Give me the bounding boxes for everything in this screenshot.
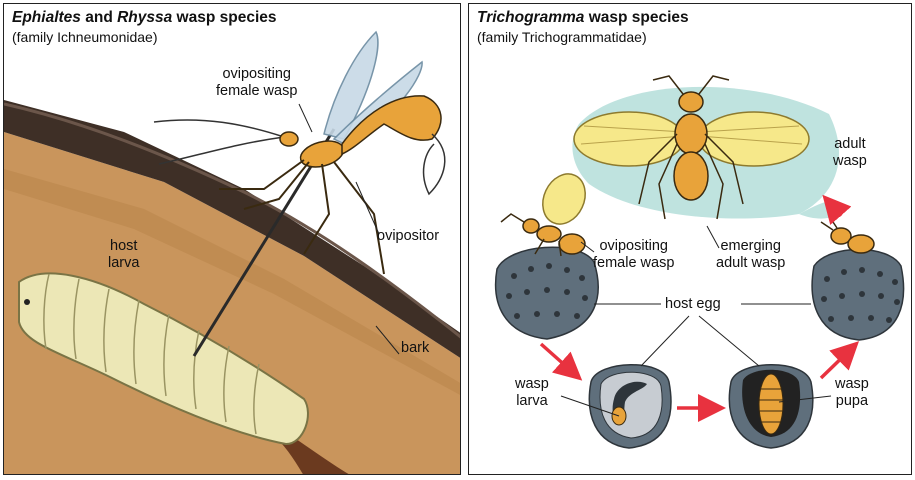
- host-egg-right: [812, 250, 903, 341]
- host-egg-left: [496, 247, 599, 339]
- leader-wasp: [299, 104, 312, 132]
- leader-ovipositor: [356, 182, 379, 234]
- label-host-larva: host larva: [108, 238, 139, 272]
- label-host-egg: host egg: [665, 296, 721, 313]
- ichneumonidae-panel: Ephialtes and Rhyssa wasp species (famil…: [3, 3, 461, 475]
- label-wasp-larva: wasp larva: [515, 376, 549, 410]
- label-ovipositing-wasp: ovipositing female wasp: [216, 66, 297, 100]
- right-panel-subtitle: (family Trichogrammatidae): [477, 28, 647, 46]
- ovipositing-small-wasp: [501, 167, 593, 256]
- egg-with-larva: [589, 365, 671, 448]
- label-bark: bark: [401, 340, 429, 357]
- label-wasp-pupa: wasp pupa: [835, 376, 869, 410]
- label-ovipositor: ovipositor: [377, 228, 439, 245]
- label-ovipositing-female-wasp: ovipositing female wasp: [593, 238, 674, 272]
- left-panel-title: Ephialtes and Rhyssa wasp species: [12, 8, 277, 27]
- label-adult-wasp: adult wasp: [833, 136, 867, 170]
- left-panel-subtitle: (family Ichneumonidae): [12, 28, 158, 46]
- trichogrammatidae-panel: Trichogramma wasp species (family Tricho…: [468, 3, 912, 475]
- label-emerging-adult-wasp: emerging adult wasp: [716, 238, 785, 272]
- emerging-small-wasp: [821, 216, 874, 253]
- right-panel-title: Trichogramma wasp species: [477, 8, 689, 27]
- egg-with-pupa: [729, 365, 812, 448]
